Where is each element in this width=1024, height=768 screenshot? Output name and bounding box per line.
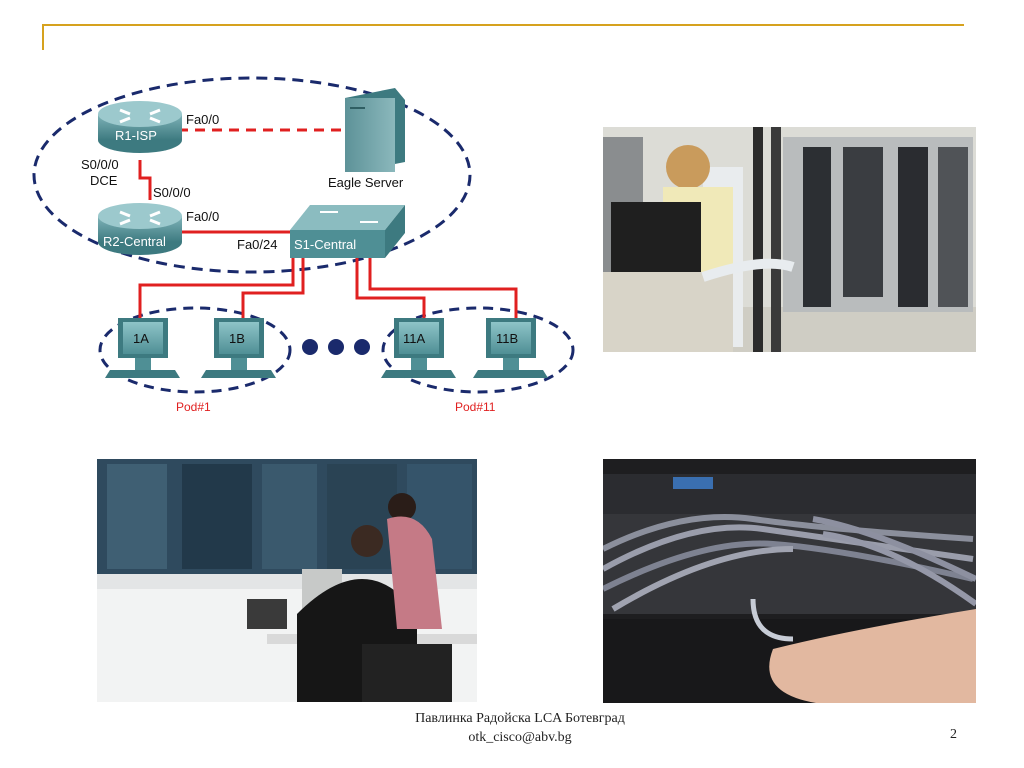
photo-server-room-laptop	[603, 127, 976, 352]
header-rule	[42, 24, 964, 26]
page-number: 2	[950, 727, 957, 742]
switch-label: S1-Central	[294, 237, 356, 252]
iface-r1-serial: S0/0/0	[81, 157, 119, 172]
pod1-label: Pod#1	[176, 400, 211, 414]
iface-r2-serial: S0/0/0	[153, 185, 191, 200]
pod1-boundary	[98, 306, 292, 394]
server-icon	[345, 88, 405, 172]
router-r1-icon	[98, 101, 182, 153]
pc-11a-label: 11A	[403, 331, 425, 346]
pc-11b-label: 11B	[496, 331, 518, 346]
footer-email: otk_cisco@abv.bg	[468, 730, 572, 745]
pc-1a-icon	[105, 318, 180, 378]
iface-r1-fa: Fa0/0	[186, 112, 219, 127]
footer: Павлинка Радойска LCA Ботевград otk_cisc…	[300, 709, 740, 747]
link-sw-1b	[241, 258, 305, 318]
ellipsis-dot	[328, 339, 344, 355]
link-serial	[138, 160, 152, 200]
ellipsis-dot	[302, 339, 318, 355]
router-r2-icon	[98, 203, 182, 255]
header-rule-vertical	[42, 24, 44, 50]
link-sw-1a	[138, 258, 295, 318]
top-segment-boundary	[32, 76, 472, 274]
iface-sw-fa: Fa0/24	[237, 237, 277, 252]
pod11-label: Pod#11	[455, 400, 496, 414]
photo-switch-cabling	[603, 459, 976, 703]
photo-office-workstation	[97, 459, 477, 702]
iface-r2-fa: Fa0/0	[186, 209, 219, 224]
pc-1a-label: 1A	[133, 331, 149, 346]
iface-dce: DCE	[90, 173, 118, 188]
server-label: Eagle Server	[328, 175, 404, 190]
router-r1-label: R1-ISP	[115, 128, 157, 143]
pc-1b-icon	[201, 318, 276, 378]
pc-1b-label: 1B	[229, 331, 245, 346]
link-sw-11a	[355, 258, 426, 318]
network-topology-diagram: R1-ISP R2-Central Eagle Server S1-Centra…	[32, 76, 575, 414]
footer-author: Павлинка Радойска LCA Ботевград	[415, 711, 625, 726]
pc-11a-icon	[381, 318, 456, 378]
router-r2-label: R2-Central	[103, 234, 166, 249]
switch-icon	[290, 205, 405, 258]
pod11-boundary	[381, 306, 575, 394]
ellipsis-dot	[354, 339, 370, 355]
pc-11b-icon	[473, 318, 548, 378]
link-sw-11b	[368, 258, 518, 318]
